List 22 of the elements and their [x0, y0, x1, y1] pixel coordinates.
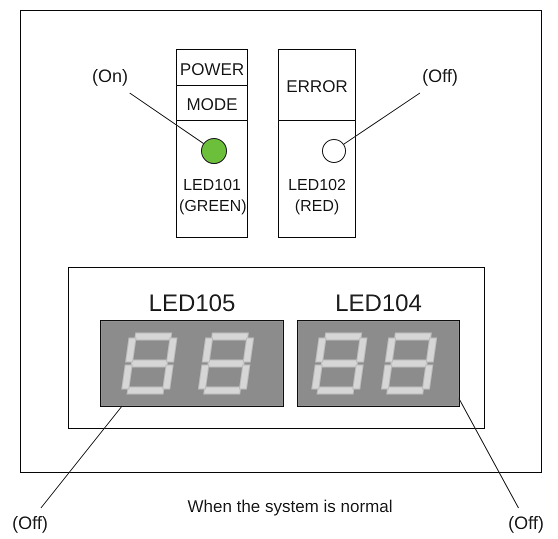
- led-label: LED102 (RED): [287, 176, 347, 217]
- status-label: (On): [91, 65, 129, 88]
- led-lamp: [322, 139, 346, 163]
- panel-heading: ERROR: [285, 76, 349, 98]
- indicator-panel: [176, 49, 248, 238]
- led-label: LED101 (GREEN): [178, 176, 247, 217]
- leader-line: [343, 92, 420, 145]
- indicator-panel: [278, 49, 356, 238]
- led-lamp: [201, 138, 227, 164]
- status-label: (Off): [507, 512, 545, 535]
- panel-outline: [20, 10, 542, 473]
- status-label: (Off): [421, 65, 459, 88]
- panel-outline: [68, 267, 485, 429]
- leader-line: [129, 92, 204, 144]
- panel-heading: POWER: [178, 58, 246, 80]
- caption: When the system is normal: [186, 497, 394, 517]
- display-label: LED104: [334, 289, 423, 319]
- leader-line: [40, 406, 123, 508]
- status-label: (Off): [11, 512, 49, 535]
- panel-heading: MODE: [186, 94, 238, 116]
- leader-line: [458, 398, 520, 508]
- display-label: LED105: [148, 289, 236, 319]
